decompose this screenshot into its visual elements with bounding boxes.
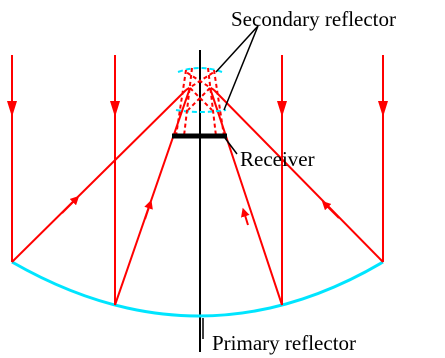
reflected-rays [11,87,384,306]
reflected-ray-1 [11,89,187,263]
label-receiver: Receiver [240,147,315,171]
arrowhead-reflected-3 [241,207,250,226]
secondary-reflector-lower-arc [175,109,227,113]
arrowhead-incoming-1 [7,101,17,117]
secondary-reflector-mirror [175,67,227,113]
reflected-ray-arrows [61,195,340,226]
arrowhead-incoming-4 [378,101,388,117]
arrowhead-incoming-3 [277,101,287,117]
label-primary-reflector: Primary reflector [212,331,356,355]
dashed-ray-3 [207,67,217,137]
dashed-ray-7 [189,87,213,111]
dashed-ray-2 [183,67,193,137]
arrowhead-reflected-4 [321,200,340,219]
leader-lines [202,25,259,339]
leader-secondary-1 [215,25,259,73]
incoming-ray-arrows [7,101,388,117]
secondary-dashed-rays [175,67,225,137]
secondary-reflector-top-arc [177,67,223,73]
primary-reflector-mirror [11,260,384,318]
arrowhead-incoming-2 [110,101,120,117]
arrowhead-reflected-1 [61,195,80,214]
leader-receiver [224,137,238,155]
dashed-ray-8 [187,87,211,111]
dashed-ray-6 [185,71,215,91]
incoming-rays [11,55,384,305]
label-secondary-reflector: Secondary reflector [231,7,396,31]
arrowhead-reflected-2 [144,199,153,220]
reflected-ray-4 [213,89,384,263]
reflected-ray-3 [209,87,283,306]
leader-secondary-2 [223,25,259,111]
reflected-ray-2 [114,87,191,306]
